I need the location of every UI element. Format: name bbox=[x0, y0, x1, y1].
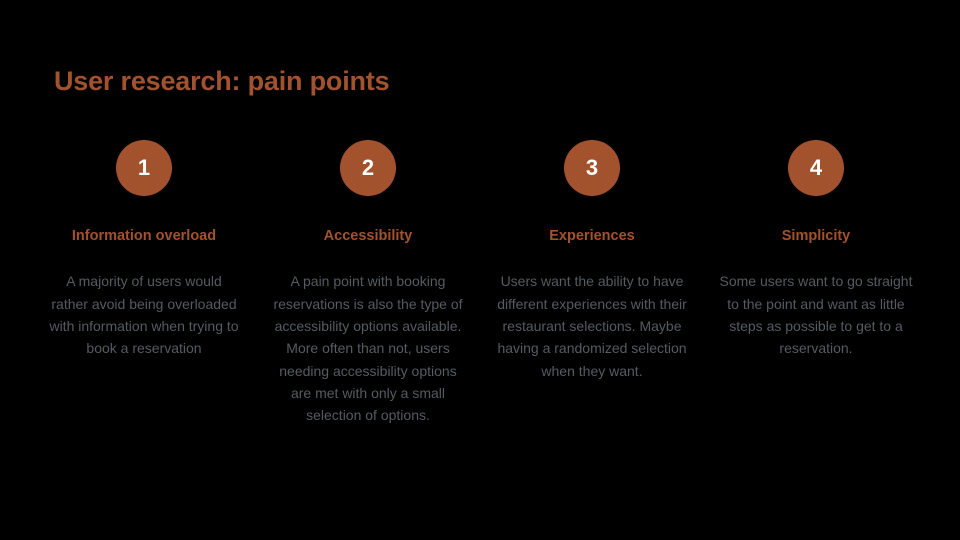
pain-point-heading: Information overload bbox=[71, 228, 217, 244]
pain-point-column: 2 Accessibility A pain point with bookin… bbox=[256, 140, 480, 426]
pain-point-description: A majority of users would rather avoid b… bbox=[49, 273, 239, 357]
pain-points-grid: 1 Information overload A majority of use… bbox=[32, 140, 928, 426]
step-number-badge: 1 bbox=[116, 140, 172, 196]
pain-point-description: A pain point with booking reservations i… bbox=[273, 273, 463, 424]
pain-point-heading: Simplicity bbox=[781, 228, 851, 244]
pain-point-column: 4 Simplicity Some users want to go strai… bbox=[704, 140, 928, 360]
page-title: User research: pain points bbox=[54, 66, 390, 96]
step-number-badge: 2 bbox=[340, 140, 396, 196]
pain-point-description: Some users want to go straight to the po… bbox=[719, 273, 913, 357]
pain-point-description: Users want the ability to have different… bbox=[497, 273, 687, 379]
pain-point-column: 3 Experiences Users want the ability to … bbox=[480, 140, 704, 382]
pain-point-column: 1 Information overload A majority of use… bbox=[32, 140, 256, 360]
pain-point-heading: Experiences bbox=[549, 228, 635, 244]
step-number-badge: 4 bbox=[788, 140, 844, 196]
step-number-badge: 3 bbox=[564, 140, 620, 196]
pain-point-heading: Accessibility bbox=[323, 228, 413, 244]
